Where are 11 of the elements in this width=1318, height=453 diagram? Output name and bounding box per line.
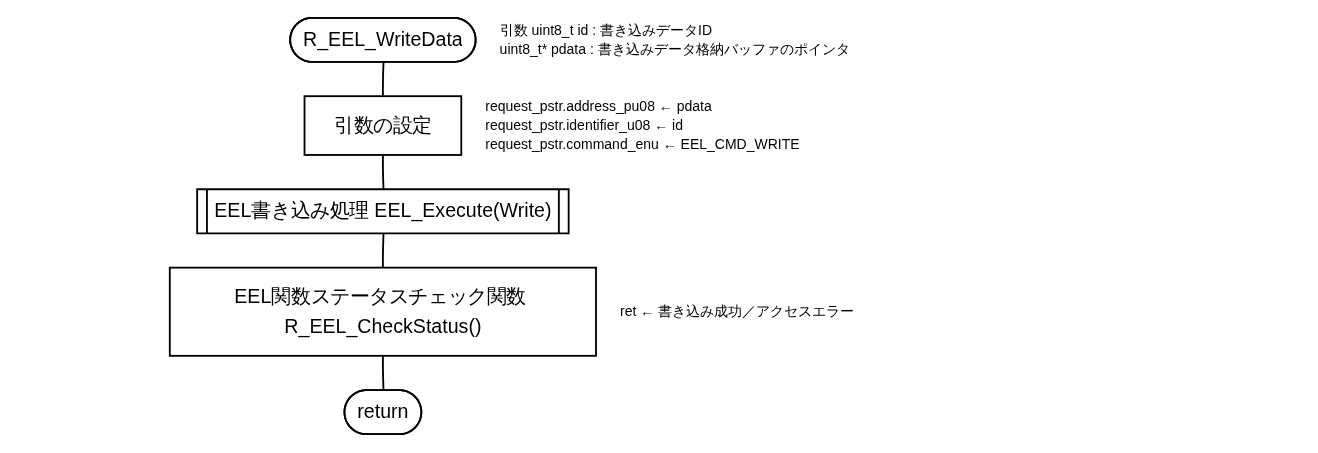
note-text: request_pstr.address_pu08 ← pdata [485,97,713,117]
note-text: request_pstr.identifier_u08 ← id [485,116,684,136]
note-text: uint8_t* pdata : 書き込みデータ格納バッファのポインタ [499,39,850,59]
note-text: request_pstr.command_enu ← EEL_CMD_WRITE [485,135,800,155]
note-text: 引数 uint8_t id : 書き込みデータID [499,20,713,40]
connector [381,233,385,269]
note-text: ret ← 書き込み成功／アクセスエラー [620,302,855,322]
node-box: 引数の設定 [303,95,463,156]
node-box: EEL関数ステータスチェック関数 R_EEL_CheckStatus() [168,266,597,357]
connector [381,61,385,98]
connector [381,354,385,392]
